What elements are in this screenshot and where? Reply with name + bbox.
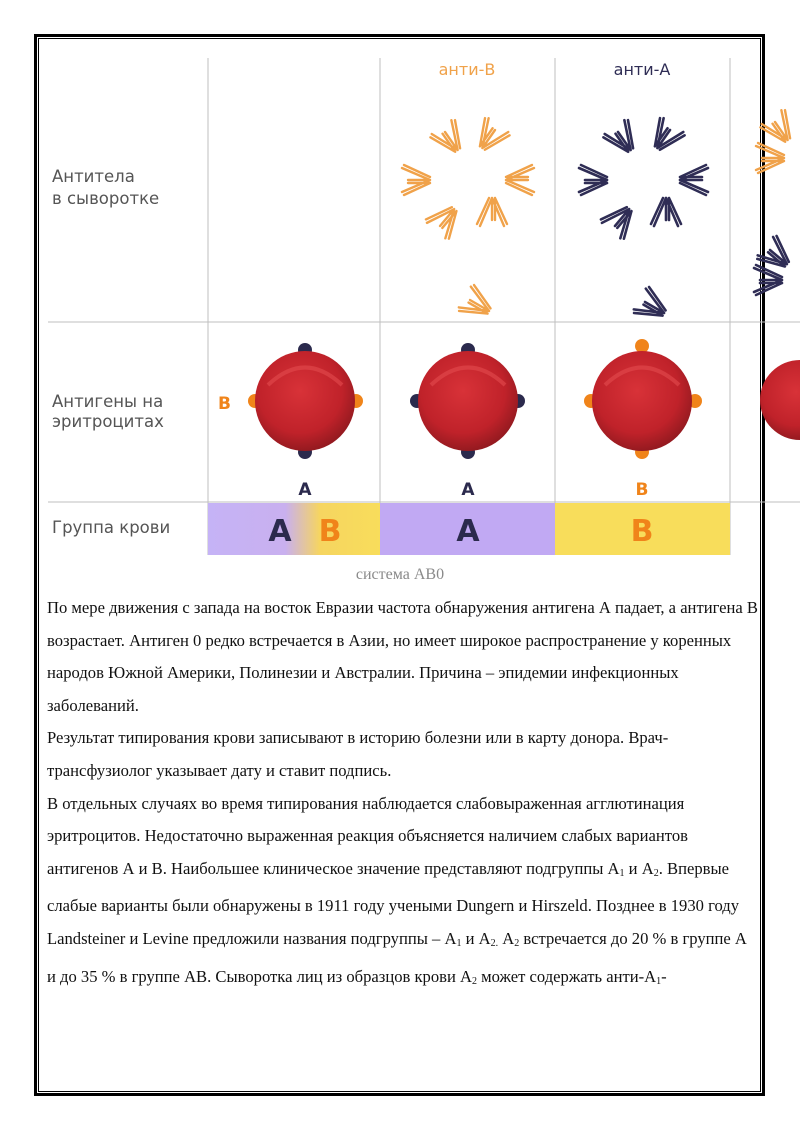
paragraph-3-part: А bbox=[498, 928, 515, 948]
group-cell-b bbox=[555, 503, 730, 555]
paragraph-3-part: встречается до 20 % в группе А и до 35 %… bbox=[47, 928, 747, 986]
antigen-label-col1: A bbox=[298, 480, 312, 500]
abo-figure: Антитела в сыворотке Антигены на эритроц… bbox=[40, 40, 800, 560]
column-header-anti-b: анти-B bbox=[439, 60, 496, 79]
group-letter-ab-a: A bbox=[268, 514, 292, 549]
paragraph-3-part: и А bbox=[461, 928, 491, 948]
paragraph-3-part: В отдельных случаях во время типирования… bbox=[47, 793, 688, 878]
paragraph-3-part: может содержать анти-А bbox=[477, 966, 657, 986]
antigen-label-col3: B bbox=[636, 480, 649, 500]
page-border-inner bbox=[38, 38, 761, 1092]
subscript: 2 bbox=[514, 937, 520, 949]
group-letter-b: B bbox=[631, 514, 654, 549]
paragraph-1: По мере движения с запада на восток Евра… bbox=[47, 598, 758, 715]
subscript: 1 bbox=[656, 975, 662, 987]
row-label-antibodies-line2: в сыворотке bbox=[52, 189, 159, 208]
group-cell-ab bbox=[208, 503, 380, 555]
group-cell-a bbox=[380, 503, 555, 555]
paragraph-3: В отдельных случаях во время типирования… bbox=[47, 788, 759, 999]
page-border-outer bbox=[34, 34, 765, 1096]
red-cell-a bbox=[410, 343, 525, 459]
paragraph-3-part: и А bbox=[624, 858, 654, 878]
red-cell-b bbox=[584, 339, 702, 459]
antibody-cluster-partial bbox=[752, 107, 800, 440]
figure-caption: система АВ0 bbox=[355, 566, 445, 583]
body-text: По мере движения с запада на восток Евра… bbox=[47, 592, 759, 998]
row-label-antibodies-line1: Антитела bbox=[52, 167, 135, 186]
group-letter-a: A bbox=[456, 514, 480, 549]
row-label-antigens-line2: эритроцитах bbox=[52, 412, 164, 431]
side-antigen-marker: B bbox=[218, 394, 231, 414]
red-cell-ab bbox=[248, 343, 363, 459]
subscript: 2 bbox=[653, 867, 659, 879]
subscript: 1 bbox=[456, 937, 462, 949]
paragraph-3-part: . Впервые слабые варианты были обнаружен… bbox=[47, 858, 740, 948]
antibody-cluster-anti-a bbox=[577, 115, 710, 328]
antibody-cluster-anti-b bbox=[400, 115, 536, 326]
group-letter-ab-b: B bbox=[319, 514, 342, 549]
antigen-label-col2: A bbox=[461, 480, 475, 500]
row-label-blood-group: Группа крови bbox=[52, 518, 170, 537]
paragraph-3-part: - bbox=[661, 966, 667, 986]
subscript: 2. bbox=[490, 937, 499, 949]
row-label-antigens-line1: Антигены на bbox=[52, 392, 163, 411]
paragraph-2: Результат типирования крови записывают в… bbox=[47, 728, 669, 780]
subscript: 1 bbox=[619, 867, 625, 879]
abo-diagram: Антитела в сыворотке Антигены на эритроц… bbox=[48, 58, 800, 555]
grid-lines bbox=[48, 58, 800, 555]
column-header-anti-a: анти-A bbox=[614, 60, 671, 79]
subscript: 2 bbox=[472, 975, 477, 987]
